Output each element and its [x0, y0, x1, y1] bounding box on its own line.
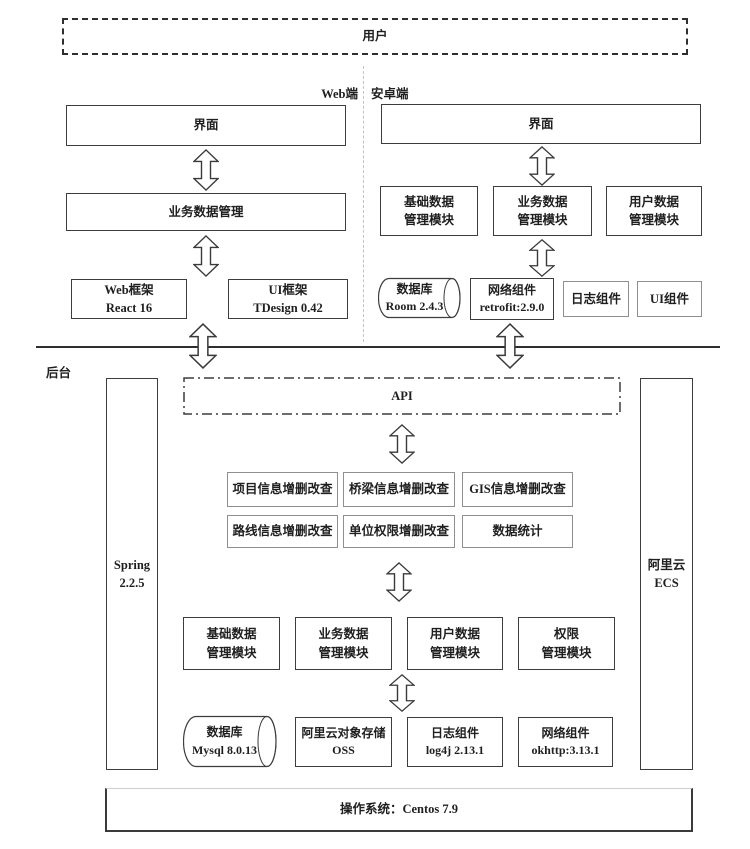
- crud-bridge-label: 桥梁信息增删改查: [348, 482, 449, 497]
- cylinder-shape-icon: [183, 715, 277, 768]
- android-user-module-box: 用户数据 管理模块: [606, 186, 702, 236]
- backend-log-box: 日志组件 log4j 2.13.1: [407, 717, 503, 767]
- os-bar: 操作系统：Centos 7.9: [105, 788, 693, 832]
- double-arrow-icon: [193, 235, 219, 282]
- double-arrow-icon: [389, 424, 415, 469]
- web-ui-framework-box: UI框架 TDesign 0.42: [228, 279, 348, 319]
- android-business-module-box: 业务数据 管理模块: [493, 186, 592, 236]
- backend-oss-label: 阿里云对象存储 OSS: [301, 725, 386, 757]
- double-arrow-icon: [386, 562, 412, 607]
- backend-business-module-label: 业务数据 管理模块: [318, 627, 369, 660]
- backend-network-label: 网络组件 okhttp:3.13.1: [531, 725, 600, 757]
- web-side-label: Web端: [321, 87, 358, 101]
- backend-network-box: 网络组件 okhttp:3.13.1: [518, 717, 613, 767]
- frontend-backend-divider: [36, 346, 720, 348]
- web-ui-box: 界面: [66, 105, 346, 146]
- android-user-module-label: 用户数据 管理模块: [628, 194, 679, 227]
- backend-base-module-label: 基础数据 管理模块: [206, 627, 257, 660]
- backend-database-cylinder: 数据库 Mysql 8.0.13: [183, 715, 280, 768]
- crud-gis-box: GIS信息增删改查: [462, 472, 573, 507]
- android-business-module-label: 业务数据 管理模块: [517, 194, 568, 227]
- double-arrow-icon: [496, 323, 524, 374]
- user-box: 用户: [62, 18, 688, 55]
- backend-permission-module-box: 权限 管理模块: [518, 617, 615, 670]
- android-ui-component-box: UI组件: [637, 281, 702, 317]
- android-database-cylinder: 数据库 Room 2.4.3: [378, 277, 463, 319]
- crud-permission-box: 单位权限增删改查: [343, 515, 455, 548]
- crud-statistics-box: 数据统计: [462, 515, 573, 548]
- double-arrow-icon: [529, 146, 555, 191]
- aliyun-ecs-box: 阿里云 ECS: [640, 378, 693, 770]
- backend-business-module-box: 业务数据 管理模块: [295, 617, 392, 670]
- crud-bridge-box: 桥梁信息增删改查: [343, 472, 455, 507]
- double-arrow-icon: [189, 323, 217, 374]
- android-ui-box: 界面: [381, 104, 701, 144]
- android-log-label: 日志组件: [570, 291, 621, 306]
- web-ui-label: 界面: [193, 118, 219, 133]
- web-ui-framework-label: UI框架 TDesign 0.42: [253, 282, 323, 315]
- web-android-divider: [363, 66, 364, 342]
- double-arrow-icon: [529, 239, 555, 282]
- backend-log-label: 日志组件 log4j 2.13.1: [425, 725, 485, 757]
- double-arrow-icon: [389, 674, 415, 717]
- spring-box: Spring 2.2.5: [106, 378, 158, 770]
- android-base-module-box: 基础数据 管理模块: [380, 186, 478, 236]
- spring-label: Spring 2.2.5: [113, 557, 151, 590]
- web-framework-box: Web框架 React 16: [71, 279, 187, 319]
- android-network-label: 网络组件 retrofit:2.9.0: [479, 282, 545, 314]
- crud-project-box: 项目信息增删改查: [227, 472, 338, 507]
- android-database-label: 数据库 Room 2.4.3: [385, 281, 444, 313]
- os-label: 操作系统：Centos 7.9: [339, 802, 459, 817]
- android-network-box: 网络组件 retrofit:2.9.0: [470, 278, 554, 320]
- dash-dot-border-icon: [183, 377, 621, 415]
- crud-project-label: 项目信息增删改查: [232, 482, 333, 497]
- crud-route-box: 路线信息增删改查: [227, 515, 338, 548]
- crud-statistics-label: 数据统计: [492, 524, 543, 539]
- backend-user-module-box: 用户数据 管理模块: [407, 617, 503, 670]
- android-base-module-label: 基础数据 管理模块: [403, 194, 454, 227]
- crud-permission-label: 单位权限增删改查: [348, 524, 449, 539]
- web-business-box: 业务数据管理: [66, 193, 346, 231]
- android-ui-component-label: UI组件: [650, 291, 689, 306]
- android-side-label: 安卓端: [371, 87, 409, 101]
- backend-base-module-box: 基础数据 管理模块: [183, 617, 280, 670]
- crud-route-label: 路线信息增删改查: [232, 524, 333, 539]
- aliyun-ecs-label: 阿里云 ECS: [647, 557, 686, 590]
- api-box: API: [183, 377, 621, 415]
- android-log-box: 日志组件: [563, 281, 629, 317]
- android-ui-label: 界面: [528, 116, 554, 131]
- web-business-label: 业务数据管理: [168, 204, 244, 219]
- backend-user-module-label: 用户数据 管理模块: [429, 627, 480, 660]
- user-box-label: 用户: [362, 29, 388, 44]
- backend-permission-module-label: 权限 管理模块: [541, 627, 592, 660]
- backend-section-label: 后台: [46, 366, 72, 380]
- cylinder-shape-icon: [378, 277, 461, 319]
- crud-gis-label: GIS信息增删改查: [469, 482, 566, 497]
- web-framework-label: Web框架 React 16: [104, 282, 154, 315]
- double-arrow-icon: [193, 149, 219, 196]
- api-label: API: [391, 388, 413, 403]
- backend-database-label: 数据库 Mysql 8.0.13: [191, 725, 257, 757]
- backend-oss-box: 阿里云对象存储 OSS: [295, 717, 392, 767]
